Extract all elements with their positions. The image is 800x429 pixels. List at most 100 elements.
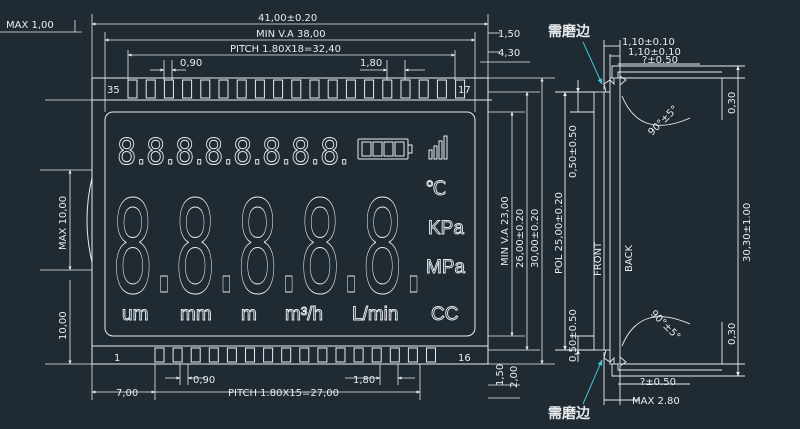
- dimension-text: MAX 1,00 41,00±0.20 MIN V.A 38,00 PITCH …: [6, 13, 541, 399]
- unit-cc: CC: [431, 304, 458, 325]
- mpa-label: MPa: [426, 257, 466, 278]
- unit-mm: mm: [180, 304, 212, 325]
- signal-bars-icon: [428, 135, 448, 160]
- connector-pin: [182, 79, 193, 99]
- dim-right-150-top: 1,50: [498, 29, 520, 40]
- dim-pitch-top: PITCH 1.80X18=32,40: [230, 44, 341, 55]
- bottom-pin-lead: [611, 364, 722, 377]
- dim-max-10: MAX 10,00: [58, 196, 69, 250]
- unit-um: um: [122, 304, 148, 325]
- connector-pin: [436, 79, 447, 99]
- small-digit-row: 8.8.8.8.8.8.8.8.: [117, 132, 349, 173]
- connector-pin: [273, 79, 284, 99]
- side-view: [555, 40, 745, 405]
- unit-lmin: L/min: [352, 304, 398, 325]
- big-digit-row: 8.8.8.8.8.: [112, 174, 424, 323]
- connector-pin: [245, 347, 255, 363]
- dim-height-26: 26,00±0.20: [515, 209, 526, 268]
- dim-max-1: MAX 1,00: [6, 20, 54, 31]
- connector-pin: [145, 79, 156, 99]
- connector-pin: [317, 347, 328, 363]
- dim-pin-width-top: 0,90: [180, 58, 202, 69]
- connector-pin: [364, 79, 375, 99]
- bottom-pin-strip: [91, 345, 489, 365]
- angle-bottom: 90°±5°: [648, 308, 682, 342]
- dim-side-030-bottom: 0,30: [727, 323, 738, 345]
- connector-pin: [353, 347, 364, 363]
- connector-pin: [407, 347, 418, 363]
- side-view-leaders: [582, 41, 603, 405]
- note-grind-top: 需磨边: [548, 23, 591, 40]
- connector-pin: [426, 347, 436, 363]
- dim-left-10: 10,00: [58, 311, 69, 340]
- dim-pitch-bottom: PITCH 1.80X15=27,00: [228, 388, 339, 399]
- connector-pin: [263, 347, 274, 363]
- dim-side-110-a: 1,10±0.10: [622, 37, 675, 48]
- grinding-notes: 需磨边 需磨边: [548, 23, 591, 422]
- connector-pin: [400, 79, 411, 99]
- dim-pin-pitch-top: 1,80: [360, 58, 382, 69]
- front-glass: [593, 91, 605, 351]
- angle-arc-top: [621, 95, 691, 126]
- dim-side-050-bottom: ?±0.50: [640, 377, 676, 388]
- connector-pin: [190, 347, 201, 363]
- connector-pin: [455, 79, 466, 99]
- dimension-lines: [0, 14, 555, 400]
- dim-min-va-width: MIN V.A 38,00: [256, 29, 326, 40]
- dim-left-700: 7,00: [116, 388, 138, 399]
- battery-icon: [357, 138, 413, 160]
- connector-pin: [172, 347, 183, 363]
- connector-pin: [309, 79, 320, 99]
- connector-pin: [236, 79, 247, 99]
- connector-pin: [200, 79, 211, 99]
- back-glass: [609, 77, 621, 365]
- dim-pin-pitch-bottom: 1,80: [353, 375, 375, 386]
- dim-side-030-top: 0,30: [727, 92, 738, 114]
- lcd-unit-labels: ℃ KPa MPa um mm m m³/h L/min CC: [122, 179, 466, 326]
- note-grind-bottom: 需磨边: [548, 405, 591, 422]
- connector-pin: [154, 347, 165, 363]
- dim-min-va-height: MIN V.A 23,00: [500, 196, 511, 266]
- side-view-text: 0,50±0.50 0,50±0.50 POL 25,00±0.20 FRONT…: [554, 37, 753, 407]
- unit-m3h: m³/h: [285, 304, 323, 325]
- connector-pin: [127, 79, 138, 99]
- dim-side-050-top: ?±0.50: [642, 55, 678, 66]
- kpa-label: KPa: [428, 218, 464, 239]
- dim-height-30: 30,00±0.20: [530, 209, 541, 268]
- connector-pin: [208, 347, 219, 363]
- dim-pin-width-bottom: 0,90: [193, 375, 215, 386]
- top-pin-lead: [611, 65, 722, 78]
- dim-max-280: MAX 2.80: [632, 396, 680, 407]
- viewing-area: [104, 111, 476, 337]
- connector-pin: [382, 79, 393, 99]
- dim-050-bottom: 0,50±0.50: [568, 309, 579, 362]
- pin-16-label: 16: [458, 353, 471, 364]
- label-front: FRONT: [593, 241, 604, 276]
- dim-right-430: 4,30: [498, 48, 520, 59]
- connector-pin: [418, 79, 429, 99]
- connector-pin: [299, 347, 310, 363]
- connector-pin: [389, 347, 400, 363]
- bottom-pins: [154, 347, 436, 363]
- angle-top: 90°±5°: [646, 104, 680, 138]
- pin-1-label: 1: [114, 353, 120, 364]
- dim-side-110-b: 1,10±0.10: [628, 47, 681, 58]
- connector-pin: [226, 347, 237, 363]
- connector-pin: [345, 79, 356, 99]
- pin-35-label: 35: [107, 85, 120, 96]
- dim-overall-width: 41,00±0.20: [258, 13, 317, 24]
- angle-arc-bottom: [621, 316, 691, 347]
- left-edge-bump: [86, 177, 93, 263]
- celsius-label: ℃: [425, 179, 446, 200]
- dim-pol: POL 25,00±0.20: [554, 192, 565, 274]
- connector-pin: [281, 347, 292, 363]
- connector-pin: [371, 347, 382, 363]
- lcd-big-digits: 8.8.8.8.8.: [112, 174, 425, 324]
- dim-side-3030: 30,30±1.00: [742, 203, 753, 262]
- connector-pin: [254, 79, 265, 99]
- connector-pin: [218, 79, 229, 99]
- pin-17-label: 17: [458, 85, 471, 96]
- connector-pin: [163, 79, 174, 99]
- top-pin-strip: [91, 77, 489, 101]
